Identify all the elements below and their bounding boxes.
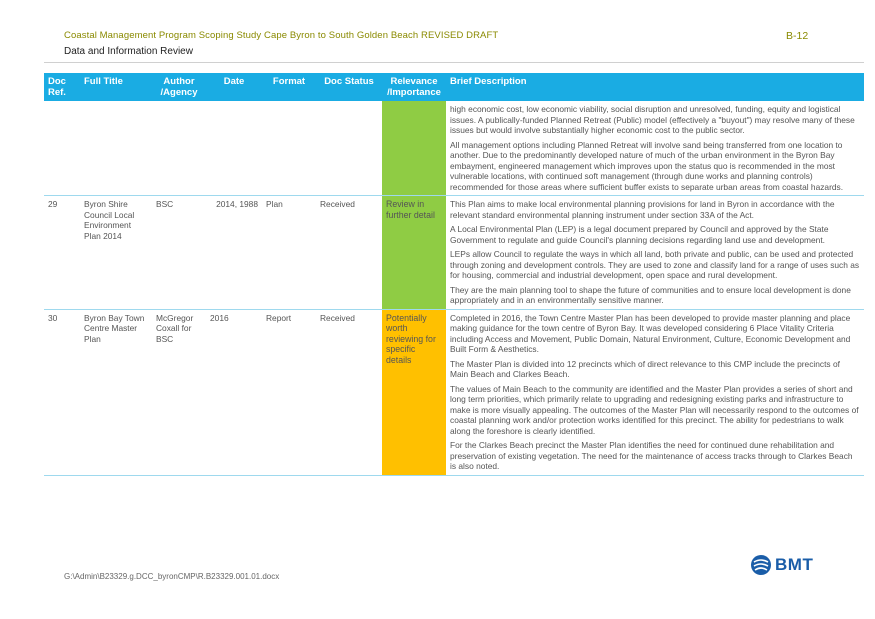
data-review-table: Doc Ref. Full Title Author /Agency Date … [44, 73, 864, 476]
bmt-logo-icon [751, 555, 771, 575]
relevance-cell [382, 101, 446, 196]
date-cell: 2014, 1988 [206, 195, 262, 310]
header-divider [44, 62, 864, 63]
file-path: G:\Admin\B23329.g.DCC_byronCMP\R.B23329.… [64, 572, 280, 581]
description-paragraph: All management options including Planned… [450, 139, 844, 192]
format-cell: Plan [262, 195, 316, 310]
author-cell: McGregor Coxall for BSC [152, 309, 206, 476]
column-header-doc-status: Doc Status [316, 73, 382, 101]
format-cell: Report [262, 309, 316, 476]
doc-status-cell: Received [316, 309, 382, 476]
doc-status-cell: Received [316, 195, 382, 310]
full-title-cell: Byron Bay Town Centre Master Plan [80, 309, 152, 476]
column-header-relevance: Relevance /Importance [382, 73, 446, 101]
column-header-format: Format [262, 73, 316, 101]
page-number: B-12 [786, 30, 809, 42]
author-cell: BSC [152, 195, 206, 310]
column-header-full-title: Full Title [80, 73, 152, 101]
table-row-30: 30 Byron Bay Town Centre Master Plan McG… [44, 309, 864, 476]
column-header-doc-ref: Doc Ref. [44, 73, 80, 101]
date-cell: 2016 [206, 309, 262, 476]
description-paragraph: A Local Environmental Plan (LEP) is a le… [450, 224, 829, 245]
full-title-cell: Byron Shire Council Local Environment Pl… [80, 195, 152, 310]
description-cell: high economic cost, low economic viabili… [446, 101, 864, 196]
description-cell: Completed in 2016, the Town Centre Maste… [446, 309, 864, 476]
bmt-logo-text: BMT [775, 555, 814, 574]
description-paragraph: The Master Plan is divided into 12 preci… [450, 358, 840, 380]
column-header-date: Date [206, 73, 262, 101]
description-paragraph: Completed in 2016, the Town Centre Maste… [450, 312, 851, 355]
description-paragraph: The values of Main Beach to the communit… [450, 383, 859, 436]
relevance-cell: Potentially worth reviewing for specific… [382, 309, 446, 476]
table-row-continued: high economic cost, low economic viabili… [44, 101, 864, 196]
description-paragraph: For the Clarkes Beach precinct the Maste… [450, 440, 853, 471]
section-title: Data and Information Review [64, 46, 193, 57]
table-header-row: Doc Ref. Full Title Author /Agency Date … [44, 73, 864, 101]
description-paragraph: They are the main planning tool to shape… [450, 284, 851, 306]
description-paragraph: This Plan aims to make local environment… [450, 199, 835, 220]
doc-ref-cell: 30 [44, 309, 80, 476]
description-paragraph: high economic cost, low economic viabili… [450, 104, 855, 135]
description-paragraph: LEPs allow Council to regulate the ways … [450, 249, 860, 280]
doc-ref-cell: 29 [44, 195, 80, 310]
bmt-logo: BMT [750, 554, 813, 576]
relevance-cell: Review in further detail [382, 195, 446, 310]
column-header-author: Author /Agency [152, 73, 206, 101]
table-row-29: 29 Byron Shire Council Local Environment… [44, 195, 864, 310]
document-title: Coastal Management Program Scoping Study… [64, 30, 499, 41]
column-header-brief-description: Brief Description [446, 73, 864, 101]
description-cell: This Plan aims to make local environment… [446, 195, 864, 310]
